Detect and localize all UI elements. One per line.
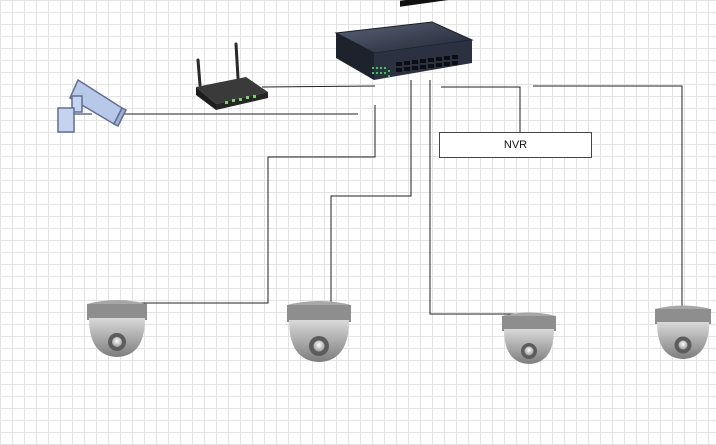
switch-port-grid	[396, 55, 458, 72]
network-switch-icon	[334, 0, 474, 80]
link-dome-camera-4	[533, 85, 683, 308]
wireless-router-icon	[196, 42, 268, 110]
dome-camera-icon	[287, 301, 351, 362]
link-nvr	[441, 86, 521, 132]
link-dome-camera-2	[330, 80, 412, 305]
link-dome-camera-1	[136, 105, 376, 304]
dome-camera-icon	[655, 305, 711, 359]
dome-camera-icon	[87, 300, 147, 357]
switch-port-leds	[372, 67, 390, 77]
connection-lines	[122, 80, 683, 315]
dome-camera-icon	[502, 312, 556, 364]
nvr-box: NVR	[439, 132, 592, 158]
link-dome-camera-3	[429, 80, 530, 315]
bullet-camera-icon	[57, 78, 128, 133]
switch-ports	[400, 0, 470, 7]
nvr-label: NVR	[503, 139, 528, 151]
link-router-switch	[261, 85, 376, 88]
